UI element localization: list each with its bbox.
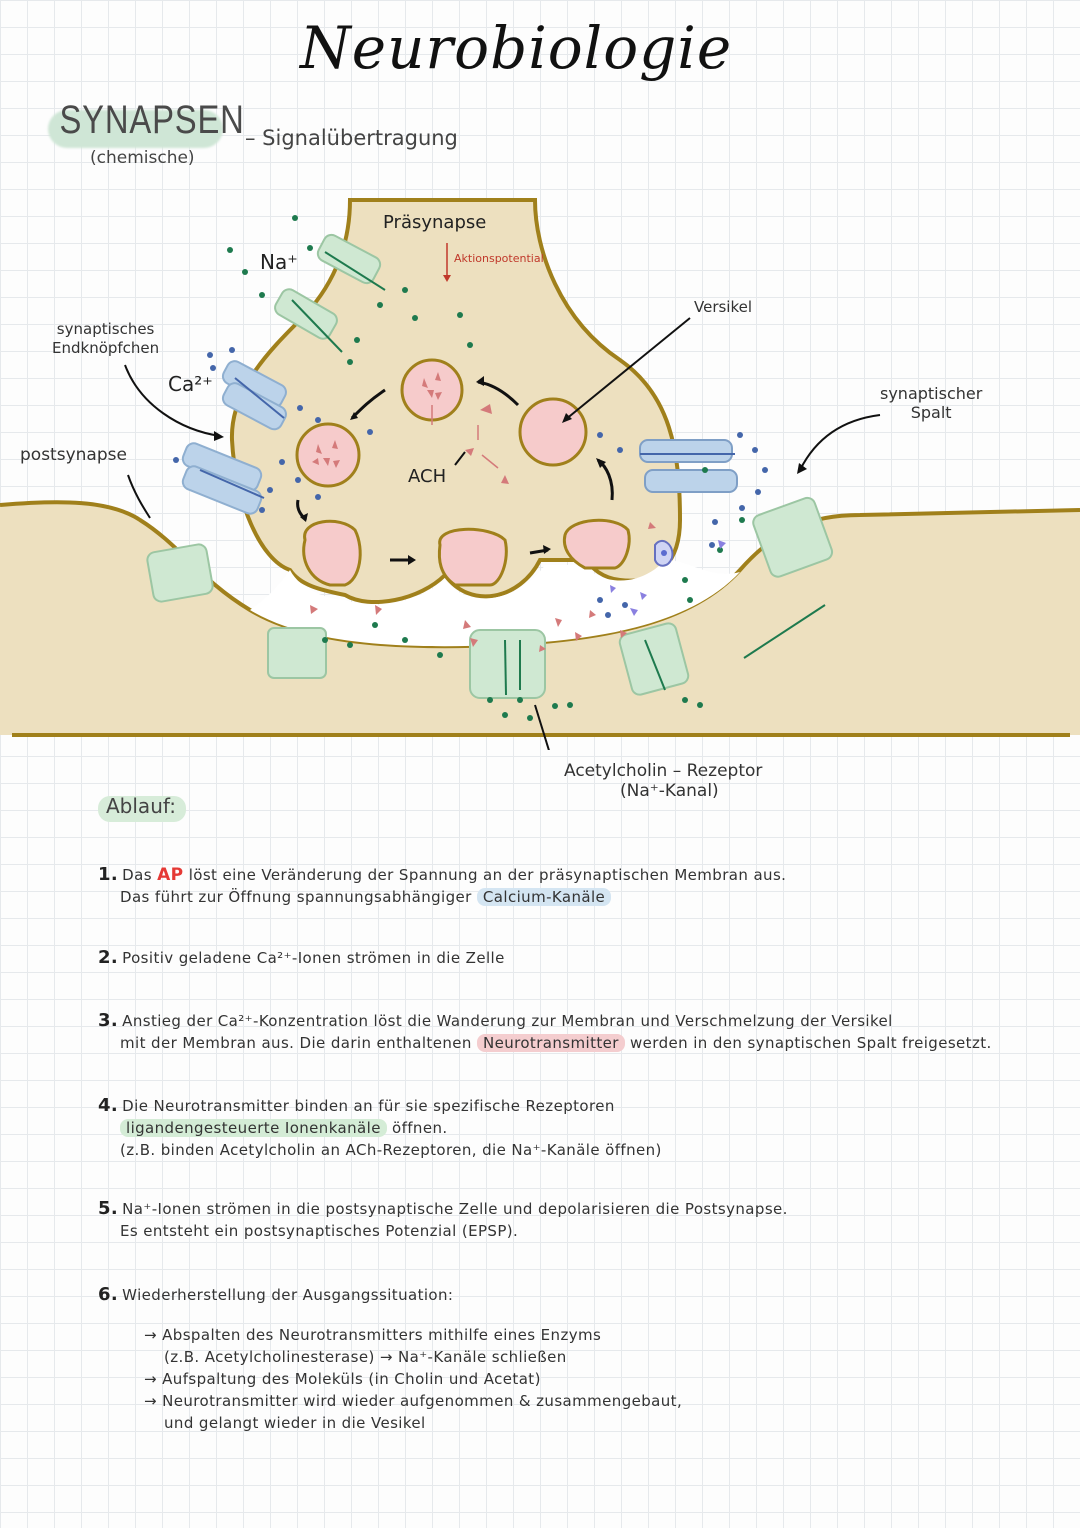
step-3: 3.Anstieg der Ca²⁺-Konzentration löst di… (98, 1010, 1073, 1054)
ablauf-highlight (98, 796, 186, 822)
fusing-vesicle-2 (437, 527, 508, 587)
step-number: 1. (98, 864, 119, 885)
synapse-diagram (0, 198, 1080, 750)
step-text: Die Neurotransmitter binden an für sie s… (122, 1097, 615, 1115)
page-title: Neurobiologie (300, 14, 733, 82)
ca-channel-3 (639, 439, 738, 493)
step-1: 1.Das AP löst eine Veränderung der Spann… (98, 864, 1058, 908)
label-rezeptor-sub: (Na⁺-Kanal) (620, 781, 719, 801)
label-spalt: synaptischer Spalt (880, 384, 983, 422)
na-receptor-5 (752, 496, 834, 578)
fusing-vesicle-1 (302, 519, 362, 587)
heading-text: SYNAPSEN (59, 98, 245, 142)
step-text: (z.B. binden Acetylcholin an ACh-Rezepto… (120, 1141, 662, 1159)
step-text: Es entsteht ein postsynaptisches Potenzi… (120, 1222, 519, 1240)
ap-term: AP (157, 865, 184, 885)
fusing-vesicle-3 (562, 518, 631, 570)
recycle-arrows (431, 405, 499, 469)
label-versikel: Versikel (694, 298, 753, 316)
neurotransmitters (310, 404, 656, 652)
step-text: Wiederherstellung der Ausgangssituation: (122, 1286, 454, 1304)
highlight-calcium: Calcium-Kanäle (476, 888, 612, 906)
step-number: 3. (98, 1010, 119, 1031)
step-text: Das führt zur Öffnung spannungsabhängige… (120, 888, 477, 906)
arrowheads (300, 376, 606, 565)
sub-item: → Abspalten des Neurotransmitters mithil… (144, 1326, 602, 1344)
step-number: 2. (98, 947, 119, 968)
label-ca: Ca²⁺ (168, 372, 213, 396)
step-text: Anstieg der Ca²⁺-Konzentration löst die … (122, 1012, 893, 1030)
label-aktionspotential: Aktionspotential (454, 252, 544, 265)
step-number: 5. (98, 1198, 119, 1219)
ca-channel-arrows (199, 377, 735, 499)
step-text: Positiv geladene Ca²⁺-Ionen strömen in d… (122, 949, 505, 967)
highlight-neurotransmitter: Neurotransmitter (476, 1034, 625, 1052)
sub-item: (z.B. Acetylcholinesterase) → Na⁺-Kanäle… (164, 1348, 567, 1366)
ablauf-title: Ablauf: (106, 794, 176, 818)
na-receptor-4 (618, 622, 690, 696)
label-ach: ACH (408, 466, 447, 487)
enzyme-fragments (610, 540, 726, 616)
step-text: öffnen. (386, 1119, 448, 1137)
ca-ions (173, 347, 768, 618)
enzyme-icon (654, 539, 674, 567)
label-rezeptor: Acetylcholin – Rezeptor (564, 761, 763, 781)
heading-subtitle: (chemische) (90, 148, 195, 168)
step-2: 2.Positiv geladene Ca²⁺-Ionen strömen in… (98, 947, 1058, 969)
heading-side-note: – Signalübertragung (245, 126, 458, 150)
ablauf-heading: Ablauf: (98, 794, 186, 822)
step-4: 4.Die Neurotransmitter binden an für sie… (98, 1095, 1058, 1161)
step-6: 6.Wiederherstellung der Ausgangssituatio… (98, 1284, 1058, 1434)
step-number: 4. (98, 1095, 119, 1116)
step-number: 6. (98, 1284, 119, 1305)
step-text: werden in den synaptischen Spalt freiges… (624, 1034, 992, 1052)
step-text: löst eine Veränderung der Spannung an de… (183, 866, 787, 884)
channel-arrows (291, 251, 826, 696)
pointer-heads (214, 413, 807, 474)
na-receptor-3 (469, 629, 546, 699)
section-heading: SYNAPSEN (48, 98, 288, 148)
step-text: mit der Membran aus. Die darin enthalten… (120, 1034, 477, 1052)
label-na: Na⁺ (260, 250, 298, 274)
vesicle-2 (295, 422, 361, 488)
pointer-lines (124, 317, 881, 750)
label-praesynapse: Präsynapse (383, 212, 487, 233)
step-5: 5.Na⁺-Ionen strömen in die postsynaptisc… (98, 1198, 1058, 1242)
label-endknoepfchen: synaptisches Endknöpfchen (52, 320, 160, 357)
sub-item: → Neurotransmitter wird wieder aufgenomm… (144, 1392, 683, 1410)
vesicle-3 (518, 397, 588, 467)
sub-item: → Aufspaltung des Moleküls (in Cholin un… (144, 1370, 541, 1388)
na-receptor-2 (267, 627, 327, 679)
step-text: Na⁺-Ionen strömen in die postsynaptische… (122, 1200, 788, 1218)
na-receptor-1 (146, 543, 214, 603)
step-text: Das (122, 866, 158, 884)
ca-channel-1 (221, 360, 287, 431)
highlight-ionenkanaele: ligandengesteuerte Ionenkanäle (120, 1119, 387, 1137)
sub-item: und gelangt wieder in die Vesikel (164, 1414, 426, 1432)
na-ions (227, 215, 745, 721)
heading-highlight (48, 110, 223, 148)
label-postsynapse: postsynapse (20, 445, 127, 465)
